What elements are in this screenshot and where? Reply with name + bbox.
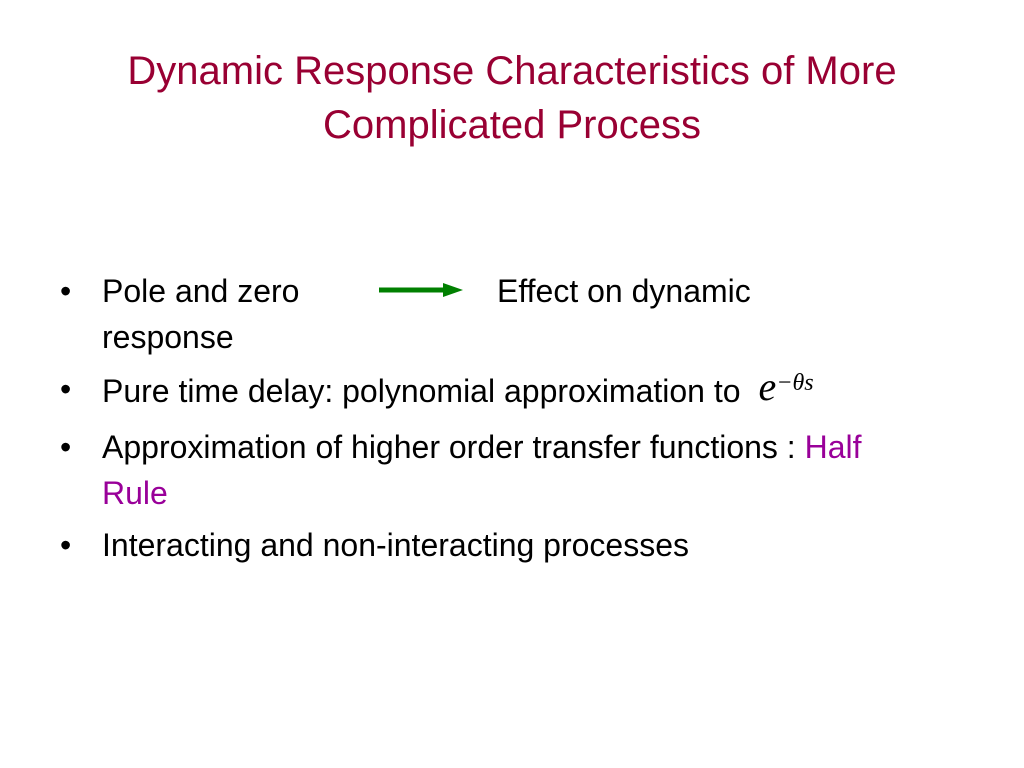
slide-title-line-1: Dynamic Response Characteristics of More <box>127 49 897 93</box>
bullet-text-pole-zero: Pole and zero <box>102 273 300 309</box>
bullet-text-time-delay: Pure time delay: polynomial approximatio… <box>102 373 741 409</box>
bullet-item-pole-zero: • Pole and zero Effect on dynamic respon… <box>60 268 880 360</box>
bullet-marker: • <box>60 371 72 407</box>
bullet-item-time-delay: • Pure time delay: polynomial approximat… <box>60 364 880 418</box>
bullet-item-approximation: • Approximation of higher order transfer… <box>60 424 880 516</box>
bullet-list: • Pole and zero Effect on dynamic respon… <box>60 268 880 574</box>
formula-base: e <box>758 364 777 409</box>
bullet-marker: • <box>60 527 72 563</box>
bullet-marker: • <box>60 273 72 309</box>
bullet-text-approximation: Approximation of higher order transfer f… <box>102 429 805 465</box>
slide-title: Dynamic Response Characteristics of More… <box>40 44 984 152</box>
bullet-text-effect: Effect on dynamic response <box>102 273 751 355</box>
formula-exponential: e−θs <box>759 364 814 409</box>
right-arrow-icon <box>379 282 463 297</box>
half-rule-highlight: Half Rule <box>102 429 862 511</box>
slide-title-line-2: Complicated Process <box>323 103 701 147</box>
bullet-marker: • <box>60 429 72 465</box>
bullet-item-interacting: • Interacting and non-interacting proces… <box>60 522 880 568</box>
bullet-text-interacting: Interacting and non-interacting processe… <box>102 527 690 563</box>
formula-exponent: −θs <box>776 370 814 396</box>
